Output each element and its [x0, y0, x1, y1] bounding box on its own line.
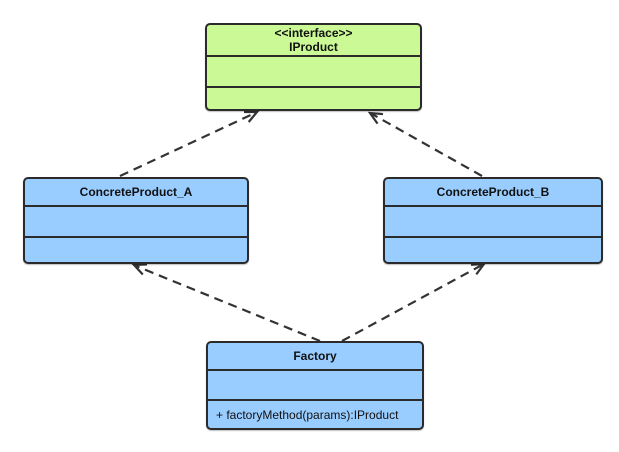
concrete-b-attributes-compartment: [385, 205, 601, 236]
open-arrowhead: [244, 110, 260, 123]
factory-method-label: + factoryMethod(params):IProduct: [216, 407, 399, 422]
edge-concrete-b-to-iproduct[interactable]: [367, 111, 483, 177]
concrete-b-title-compartment: ConcreteProduct_B: [385, 179, 601, 205]
factory-title-compartment: Factory: [208, 343, 422, 369]
concrete-b-methods-compartment: [385, 236, 601, 262]
open-arrowhead: [131, 263, 148, 276]
concrete-a-title-compartment: ConcreteProduct_A: [25, 179, 247, 205]
class-node-iproduct[interactable]: <<interface>> IProduct: [205, 23, 422, 111]
iproduct-methods-compartment: [207, 86, 420, 109]
iproduct-title-compartment: <<interface>> IProduct: [207, 25, 420, 55]
class-node-factory[interactable]: Factory + factoryMethod(params):IProduct: [206, 341, 424, 430]
iproduct-name: IProduct: [289, 40, 338, 54]
factory-name: Factory: [293, 349, 337, 363]
class-node-concrete-product-b[interactable]: ConcreteProduct_B: [383, 177, 603, 264]
concrete-a-name: ConcreteProduct_A: [79, 185, 193, 199]
iproduct-stereotype: <<interface>>: [274, 26, 353, 40]
open-arrowhead: [470, 262, 487, 276]
edge-concrete-a-to-iproduct[interactable]: [119, 110, 260, 177]
class-node-concrete-product-a[interactable]: ConcreteProduct_A: [23, 177, 249, 264]
concrete-a-methods-compartment: [25, 236, 247, 262]
concrete-a-attributes-compartment: [25, 205, 247, 236]
factory-attributes-compartment: [208, 369, 422, 399]
concrete-b-name: ConcreteProduct_B: [436, 185, 550, 199]
factory-methods-compartment: + factoryMethod(params):IProduct: [208, 399, 422, 428]
iproduct-attributes-compartment: [207, 55, 420, 86]
open-arrowhead: [367, 111, 384, 125]
edge-factory-to-concrete-a[interactable]: [131, 263, 321, 343]
edge-factory-to-concrete-b[interactable]: [341, 262, 487, 342]
